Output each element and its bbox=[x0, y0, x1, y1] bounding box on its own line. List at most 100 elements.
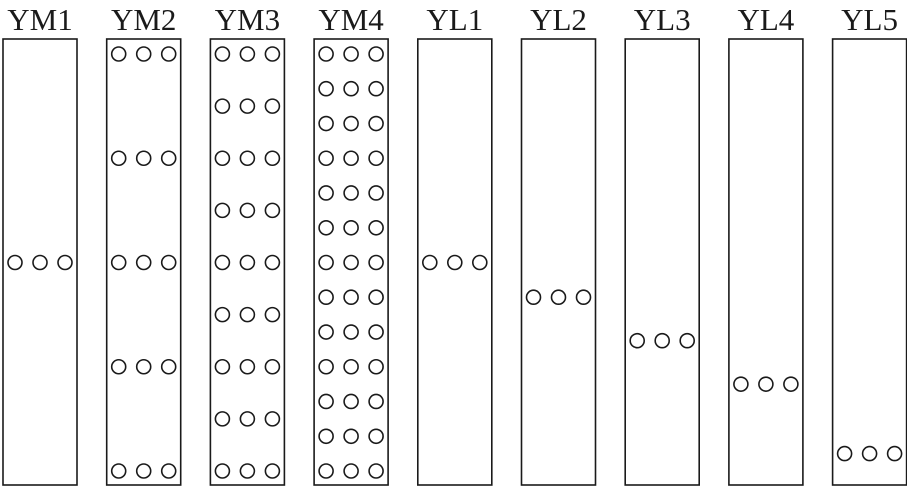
strip-label: YL1 bbox=[426, 2, 483, 37]
hole-circle bbox=[318, 428, 334, 445]
strip-panel bbox=[831, 38, 907, 486]
strip-panel bbox=[624, 38, 701, 486]
hole-circle bbox=[368, 115, 384, 132]
hole-circle bbox=[110, 358, 127, 375]
hole-circle bbox=[368, 46, 384, 62]
hole-circle bbox=[318, 463, 334, 479]
hole-circle bbox=[160, 463, 177, 479]
hole-circle bbox=[7, 254, 23, 271]
hole-circle bbox=[421, 254, 438, 271]
hole-circle bbox=[368, 324, 384, 340]
hole-circle bbox=[57, 254, 73, 271]
hole-circle bbox=[110, 463, 127, 479]
hole-circle bbox=[160, 150, 177, 167]
strip-label: YL4 bbox=[737, 2, 794, 37]
strip-ym1: YM1 bbox=[2, 2, 78, 486]
strip-yl1: YL1 bbox=[416, 2, 493, 486]
strip-ym3: YM3 bbox=[209, 2, 286, 486]
hole-circle bbox=[264, 98, 281, 114]
hole-circle bbox=[343, 150, 359, 167]
strip-yl5: YL5 bbox=[831, 2, 907, 486]
hole-circle bbox=[318, 46, 334, 62]
strip-label: YM3 bbox=[215, 2, 280, 37]
hole-circle bbox=[135, 150, 152, 167]
hole-circle bbox=[550, 289, 567, 306]
strip-yl3: YL3 bbox=[624, 2, 701, 486]
hole-circle bbox=[239, 202, 256, 219]
hole-circle bbox=[318, 150, 334, 167]
strip-label: YL5 bbox=[841, 2, 898, 37]
hole-circle bbox=[368, 428, 384, 445]
hole-circle bbox=[343, 46, 359, 62]
hole-circle bbox=[343, 115, 359, 132]
hole-circle bbox=[214, 358, 231, 375]
hole-circle bbox=[654, 332, 671, 349]
hole-circle bbox=[264, 46, 281, 62]
hole-circle bbox=[368, 463, 384, 479]
hole-circle bbox=[239, 411, 256, 427]
hole-circle bbox=[318, 80, 334, 97]
hole-circle bbox=[239, 150, 256, 167]
hole-circle bbox=[110, 150, 127, 167]
hole-circle bbox=[368, 219, 384, 236]
hole-circle bbox=[160, 46, 177, 62]
hole-circle bbox=[861, 445, 878, 462]
hole-circle bbox=[886, 445, 903, 462]
hole-circle bbox=[318, 358, 334, 375]
hole-circle bbox=[343, 289, 359, 306]
hole-circle bbox=[368, 80, 384, 97]
strip-ym2: YM2 bbox=[105, 2, 182, 486]
hole-circle bbox=[471, 254, 488, 271]
hole-circle bbox=[368, 358, 384, 375]
hole-circle bbox=[783, 376, 799, 392]
hole-circle bbox=[368, 185, 384, 201]
hole-circle bbox=[135, 46, 152, 62]
hole-circle bbox=[32, 254, 48, 271]
hole-circle bbox=[368, 393, 384, 410]
strip-yl2: YL2 bbox=[520, 2, 597, 486]
hole-circle bbox=[525, 289, 542, 306]
hole-circle bbox=[343, 463, 359, 479]
strip-panel bbox=[728, 38, 804, 486]
hole-circle bbox=[264, 202, 281, 219]
hole-circle bbox=[343, 80, 359, 97]
hole-circle bbox=[239, 46, 256, 62]
hole-circle bbox=[343, 219, 359, 236]
hole-circle bbox=[343, 393, 359, 410]
hole-circle bbox=[135, 254, 152, 271]
hole-circle bbox=[135, 463, 152, 479]
hole-circle bbox=[110, 46, 127, 62]
hole-circle bbox=[318, 219, 334, 236]
hole-circle bbox=[264, 254, 281, 271]
strip-ym4: YM4 bbox=[313, 2, 389, 486]
hole-circle bbox=[318, 185, 334, 201]
hole-circle bbox=[239, 98, 256, 114]
hole-circle bbox=[239, 254, 256, 271]
hole-circle bbox=[368, 254, 384, 271]
hole-circle bbox=[343, 428, 359, 445]
hole-circle bbox=[679, 332, 696, 349]
hole-circle bbox=[214, 254, 231, 271]
hole-circle bbox=[264, 463, 281, 479]
hole-circle bbox=[239, 463, 256, 479]
hole-circle bbox=[629, 332, 646, 349]
hole-circle bbox=[110, 254, 127, 271]
hole-circle bbox=[214, 150, 231, 167]
hole-circle bbox=[214, 306, 231, 323]
hole-circle bbox=[575, 289, 592, 306]
hole-circle bbox=[239, 358, 256, 375]
hole-circle bbox=[758, 376, 774, 392]
hole-circle bbox=[318, 254, 334, 271]
hole-circle bbox=[214, 98, 231, 114]
hole-circle bbox=[239, 306, 256, 323]
hole-circle bbox=[343, 254, 359, 271]
strip-label: YM2 bbox=[111, 2, 176, 37]
hole-circle bbox=[135, 358, 152, 375]
hole-circle bbox=[318, 115, 334, 132]
hole-circle bbox=[264, 358, 281, 375]
strip-label: YM1 bbox=[7, 2, 72, 37]
strip-yl4: YL4 bbox=[728, 2, 804, 486]
hole-circle bbox=[264, 411, 281, 427]
hole-circle bbox=[214, 463, 231, 479]
hole-circle bbox=[160, 254, 177, 271]
